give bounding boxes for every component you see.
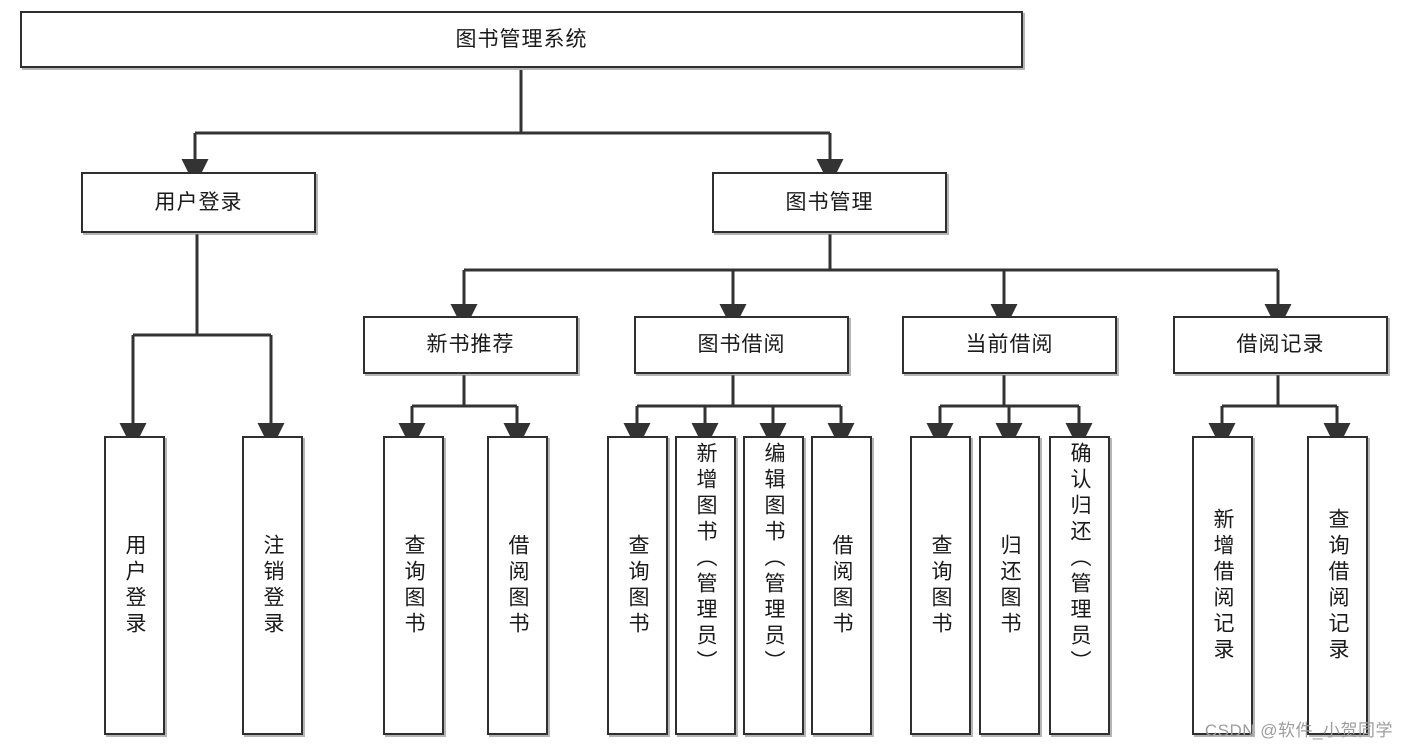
leaf-new-book-0[interactable]: 查询图书 <box>383 436 444 735</box>
leaf-book-borrow-1-label: 新增图书（管理员） <box>694 442 717 676</box>
node-borrow-record-label: 借阅记录 <box>1236 333 1325 357</box>
node-new-book-recommend[interactable]: 新书推荐 <box>363 316 578 374</box>
leaf-borrow-record-0-label: 新增借阅记录 <box>1211 507 1234 664</box>
leaf-borrow-record-1[interactable]: 查询借阅记录 <box>1307 436 1368 735</box>
node-book-management[interactable]: 图书管理 <box>712 172 947 233</box>
leaf-book-borrow-2[interactable]: 编辑图书（管理员） <box>743 436 804 735</box>
node-current-borrow[interactable]: 当前借阅 <box>902 316 1117 374</box>
leaf-book-borrow-0-label: 查询图书 <box>626 533 649 638</box>
node-user-login-label: 用户登录 <box>154 190 243 214</box>
node-user-login[interactable]: 用户登录 <box>81 172 316 233</box>
leaf-new-book-1-label: 借阅图书 <box>506 533 529 638</box>
leaf-user-login-1[interactable]: 注销登录 <box>242 436 303 735</box>
leaf-borrow-record-1-label: 查询借阅记录 <box>1326 507 1349 664</box>
node-book-borrow[interactable]: 图书借阅 <box>634 316 849 374</box>
node-root-label: 图书管理系统 <box>455 27 588 51</box>
leaf-current-borrow-1[interactable]: 归还图书 <box>979 436 1040 735</box>
leaf-book-borrow-3-label: 借阅图书 <box>830 533 853 638</box>
leaf-user-login-0-label: 用户登录 <box>123 533 146 638</box>
leaf-book-borrow-1[interactable]: 新增图书（管理员） <box>675 436 736 735</box>
node-book-borrow-label: 图书借阅 <box>697 333 786 357</box>
leaf-current-borrow-1-label: 归还图书 <box>998 533 1021 638</box>
leaf-new-book-1[interactable]: 借阅图书 <box>487 436 548 735</box>
leaf-current-borrow-2[interactable]: 确认归还（管理员） <box>1049 436 1110 735</box>
leaf-book-borrow-2-label: 编辑图书（管理员） <box>762 442 785 676</box>
leaf-borrow-record-0[interactable]: 新增借阅记录 <box>1192 436 1253 735</box>
leaf-current-borrow-2-label: 确认归还（管理员） <box>1068 442 1091 676</box>
leaf-current-borrow-0[interactable]: 查询图书 <box>910 436 971 735</box>
leaf-user-login-0[interactable]: 用户登录 <box>104 436 165 735</box>
node-new-book-recommend-label: 新书推荐 <box>426 333 515 357</box>
node-root[interactable]: 图书管理系统 <box>20 11 1023 68</box>
leaf-user-login-1-label: 注销登录 <box>261 533 284 638</box>
leaf-current-borrow-0-label: 查询图书 <box>929 533 952 638</box>
leaf-new-book-0-label: 查询图书 <box>402 533 425 638</box>
watermark: CSDN @软件_小贺同学 <box>1204 721 1393 740</box>
leaf-book-borrow-0[interactable]: 查询图书 <box>607 436 668 735</box>
node-borrow-record[interactable]: 借阅记录 <box>1173 316 1388 374</box>
leaf-book-borrow-3[interactable]: 借阅图书 <box>811 436 872 735</box>
node-book-management-label: 图书管理 <box>785 190 874 214</box>
node-current-borrow-label: 当前借阅 <box>965 333 1054 357</box>
